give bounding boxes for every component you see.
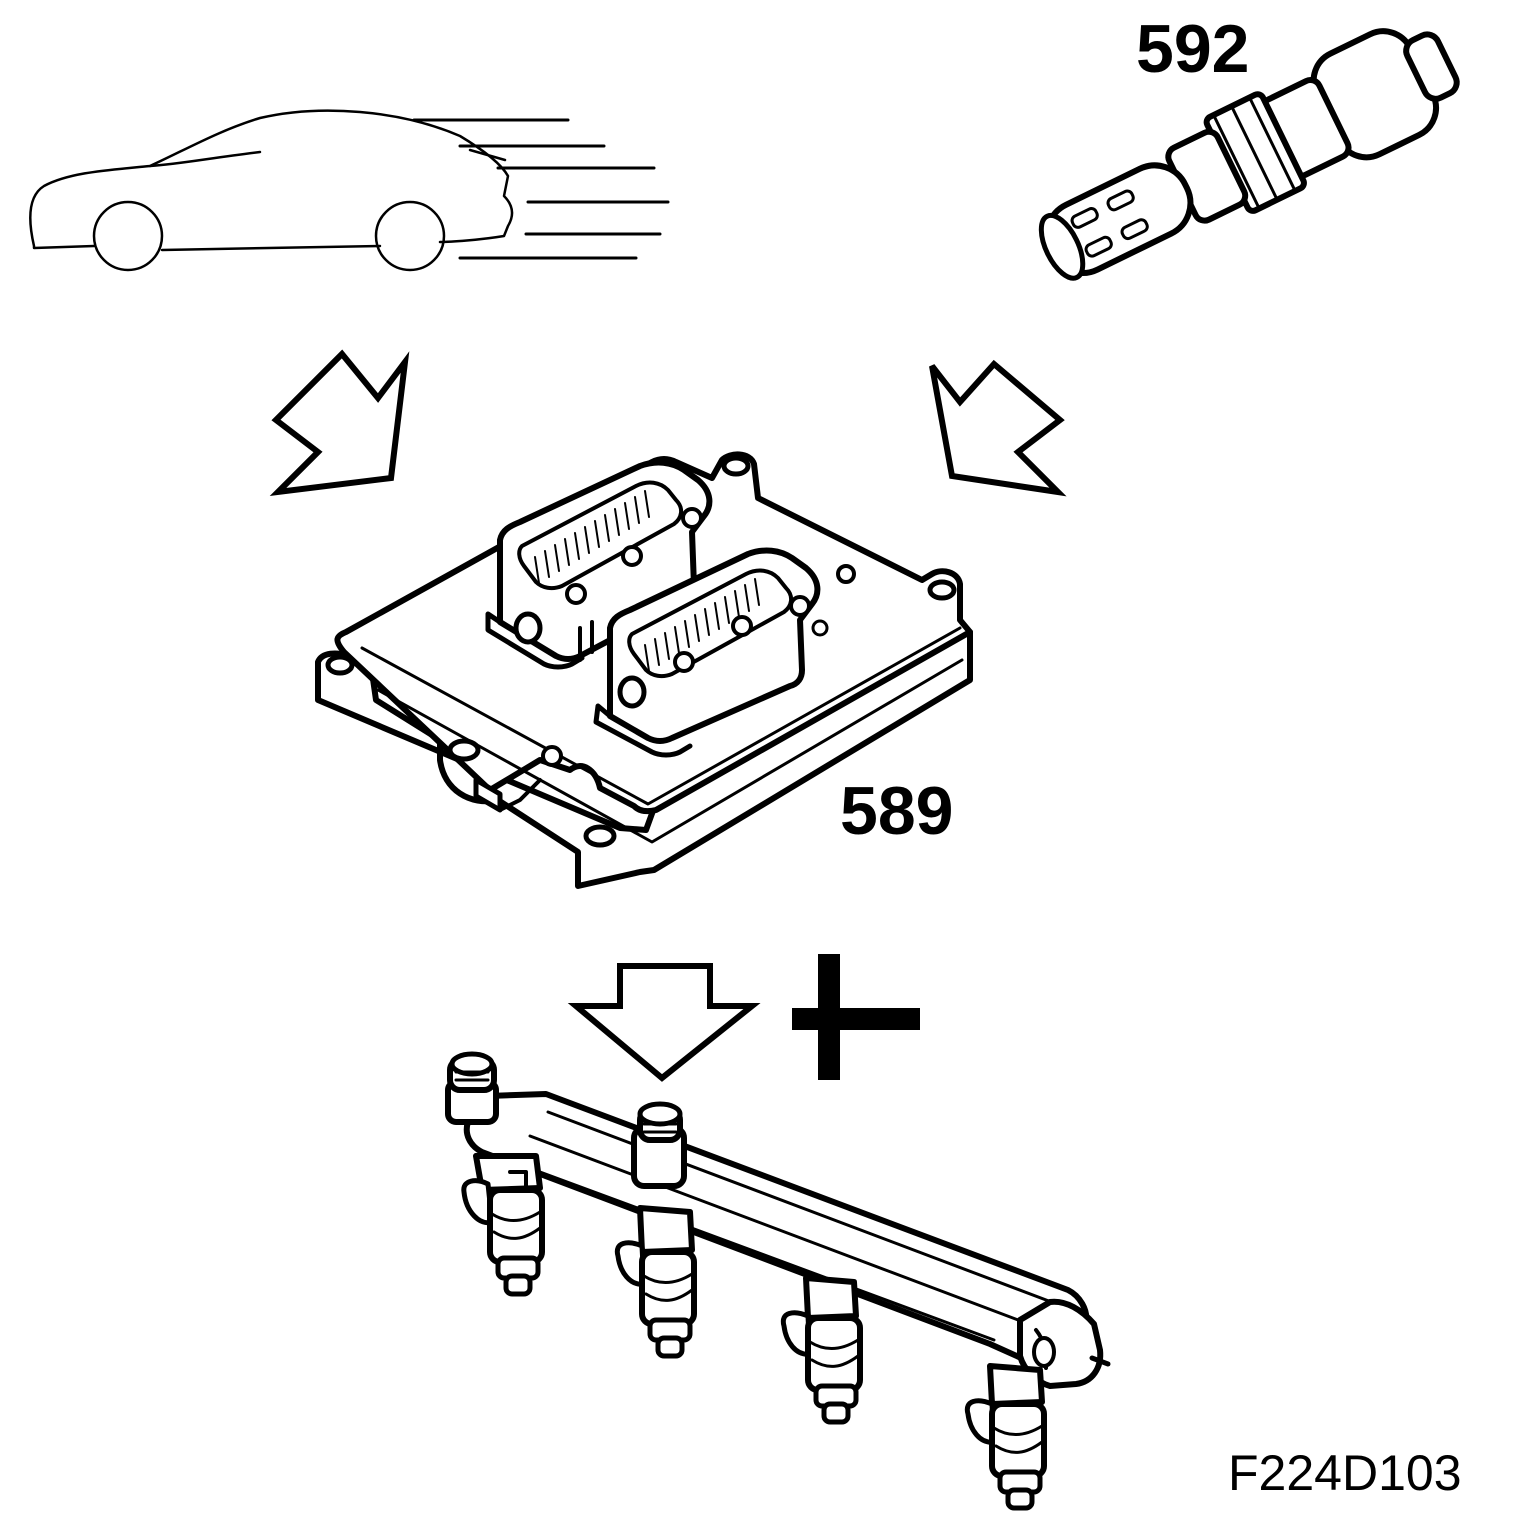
connector-upper-pins	[534, 490, 650, 584]
fuel-rail-injectors-icon	[445, 1051, 1111, 1511]
fuel-injector-4	[964, 1363, 1047, 1511]
connector-lower-pins	[644, 578, 760, 672]
rail-pressure-fitting	[631, 1101, 687, 1189]
left-input-arrow-icon	[269, 349, 410, 497]
rail-inlet-fitting-left	[445, 1051, 499, 1125]
output-arrow-icon	[567, 963, 761, 1082]
control-module-icon	[315, 451, 973, 889]
speed-lines	[412, 118, 670, 260]
oxygen-sensor-icon	[1038, 28, 1460, 281]
fuel-injector-1	[461, 1153, 545, 1297]
fuel-injector-2	[614, 1205, 697, 1359]
control-module-ref-label: 589	[840, 773, 953, 849]
oxygen-sensor-ref-label: 592	[1136, 11, 1249, 87]
connector-lower	[593, 547, 829, 758]
connector-upper	[485, 459, 713, 670]
fuel-injector-3	[780, 1275, 863, 1425]
figure-code-label: F224D103	[1228, 1445, 1462, 1501]
car-in-motion-icon	[29, 109, 670, 272]
right-input-arrow-icon	[929, 359, 1067, 497]
plus-icon	[792, 954, 920, 1080]
